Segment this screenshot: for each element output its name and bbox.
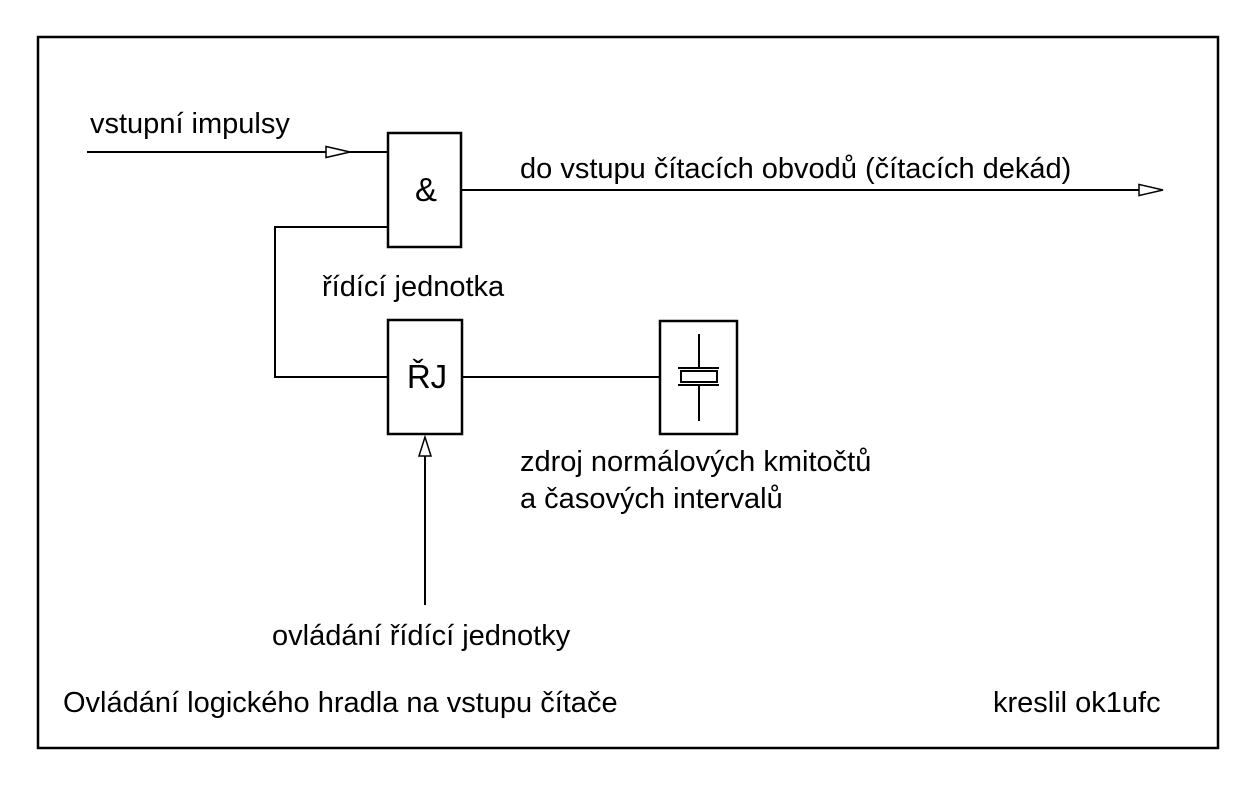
credit-label: kreslil ok1ufc [993,687,1161,719]
diagram-border [36,35,1220,750]
diagram-title: Ovládání logického hradla na vstupu číta… [63,687,618,719]
control-arrowhead-icon [417,434,433,457]
input-arrowhead-icon [325,145,351,159]
frequency-source-label-line1: zdroj normálových kmitočtů [520,446,871,478]
control-unit-box [386,318,464,436]
gate-control-wire [274,226,388,378]
frequency-source-label-line2: a časových intervalů [520,483,783,515]
input-pulses-label: vstupní impulsy [90,108,290,140]
control-unit-caption: řídící jednotka [322,271,505,303]
control-unit-symbol: ŘJ [407,358,447,395]
crystal-icon [678,334,719,421]
and-gate-symbol: & [415,171,437,208]
control-input-label: ovládání řídící jednotky [272,620,571,652]
output-arrowhead-icon [1138,183,1164,197]
output-label: do vstupu čítacích obvodů (čítacích deká… [520,153,1071,185]
